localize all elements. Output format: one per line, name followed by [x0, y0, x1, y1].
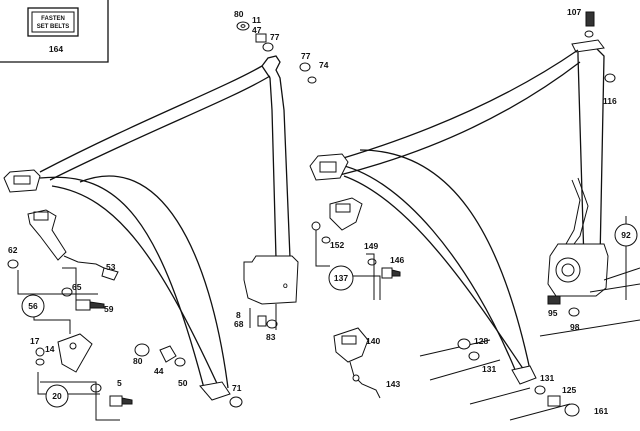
callout-125: 125 [562, 385, 576, 395]
callout-74: 74 [319, 60, 329, 70]
callout-128: 128 [474, 336, 488, 346]
callout-161: 161 [594, 406, 608, 416]
callout-131a: 131 [482, 364, 496, 374]
callout-labels: 80 11 47 77 77 74 107 116 62 53 65 59 17… [8, 7, 617, 416]
callout-152: 152 [330, 240, 344, 250]
inset-box: FASTEN SET BELTS 164 [0, 0, 109, 63]
callout-65: 65 [72, 282, 82, 292]
callout-98: 98 [570, 322, 580, 332]
callout-47: 47 [252, 25, 262, 35]
circled-92: 92 [621, 230, 631, 240]
callout-146: 146 [390, 255, 404, 265]
callout-14: 14 [45, 344, 55, 354]
callout-80b: 80 [133, 356, 143, 366]
right-belt-assembly [309, 11, 640, 421]
circled-137: 137 [334, 273, 348, 283]
callout-140: 140 [366, 336, 380, 346]
callout-8: 8 [236, 310, 241, 320]
callout-143: 143 [386, 379, 400, 389]
callout-95: 95 [548, 308, 558, 318]
callout-17: 17 [30, 336, 40, 346]
callout-80a: 80 [234, 9, 244, 19]
left-belt-assembly: O [3, 21, 317, 421]
callout-5: 5 [117, 378, 122, 388]
callout-77b: 77 [301, 51, 311, 61]
circled-callouts: 56 20 137 92 [21, 223, 638, 408]
callout-11: 11 [252, 15, 261, 25]
inset-sign-line1: FASTEN [41, 16, 65, 22]
callout-149: 149 [364, 241, 378, 251]
callout-44: 44 [154, 366, 164, 376]
callout-77a: 77 [270, 32, 280, 42]
callout-62: 62 [8, 245, 18, 255]
callout-116: 116 [603, 96, 617, 106]
callout-131b: 131 [540, 373, 554, 383]
callout-50: 50 [178, 378, 188, 388]
callout-71: 71 [232, 383, 242, 393]
circled-20: 20 [52, 391, 62, 401]
callout-107: 107 [567, 7, 581, 17]
inset-sign-line2: SET BELTS [37, 24, 70, 30]
callout-53: 53 [106, 262, 116, 272]
callout-68: 68 [234, 319, 244, 329]
inset-number: 164 [49, 44, 63, 54]
callout-59: 59 [104, 304, 114, 314]
circled-56: 56 [28, 301, 38, 311]
callout-83: 83 [266, 332, 276, 342]
svg-text:O: O [283, 284, 288, 290]
